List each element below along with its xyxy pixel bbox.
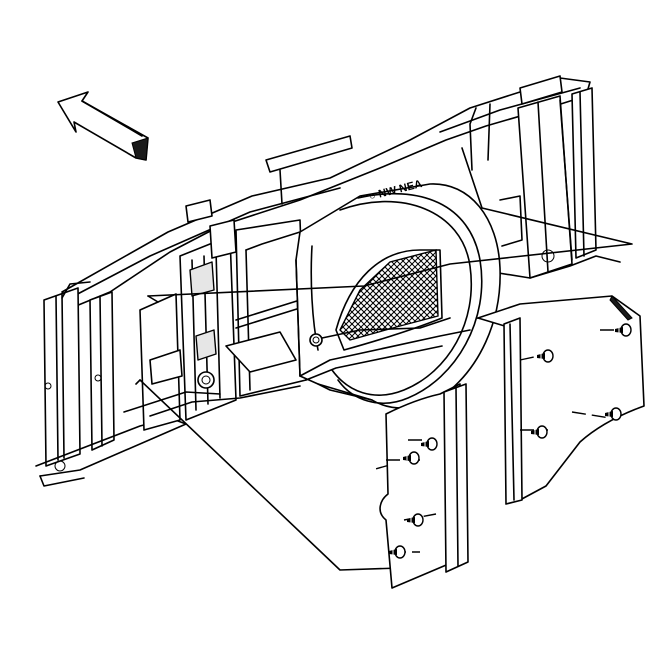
push-pin-retainer-icon: [605, 407, 622, 421]
push-pin-retainer-icon: [537, 349, 554, 363]
push-pin-retainer-icon: [389, 545, 406, 559]
push-pin-retainer-icon: [407, 513, 424, 527]
left-air-deflector: [379, 383, 469, 589]
front-direction-arrow-icon: [57, 91, 149, 161]
push-pin-retainer-icon: [615, 323, 632, 337]
right-air-deflector: [477, 295, 645, 505]
push-pin-retainer-icon: [421, 437, 438, 451]
push-pin-retainer-icon: [531, 425, 548, 439]
push-pin-retainer-icon: [403, 451, 420, 465]
radiator-core: [123, 219, 331, 431]
radiator-support-frame: [35, 75, 621, 487]
